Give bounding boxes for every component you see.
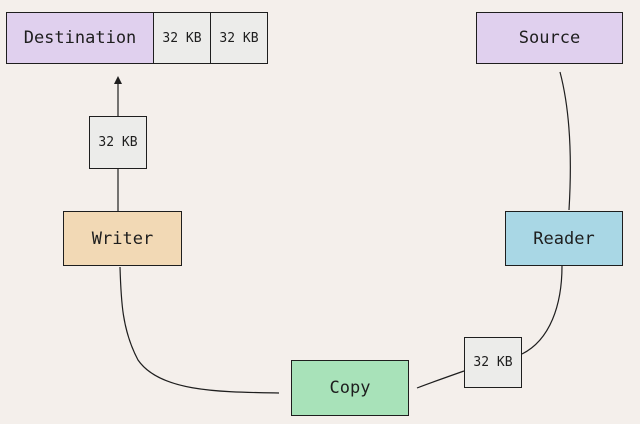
reader-chunk: 32 KB: [464, 337, 522, 388]
source-to-reader-connector: [559, 71, 571, 211]
reader-box: Reader: [505, 211, 623, 266]
source-box: Source: [476, 12, 623, 64]
reader-to-chunk-connector: [521, 265, 563, 355]
destination-chunk-1: 32 KB: [153, 12, 211, 64]
copy-to-writer-connector: [119, 266, 280, 394]
writer-chunk: 32 KB: [89, 116, 147, 169]
copy-box: Copy: [291, 360, 409, 416]
destination-box: Destination: [6, 12, 154, 64]
chunk-to-copy-connector: [416, 370, 465, 389]
writer-box: Writer: [63, 211, 182, 266]
destination-chunk-2: 32 KB: [210, 12, 268, 64]
